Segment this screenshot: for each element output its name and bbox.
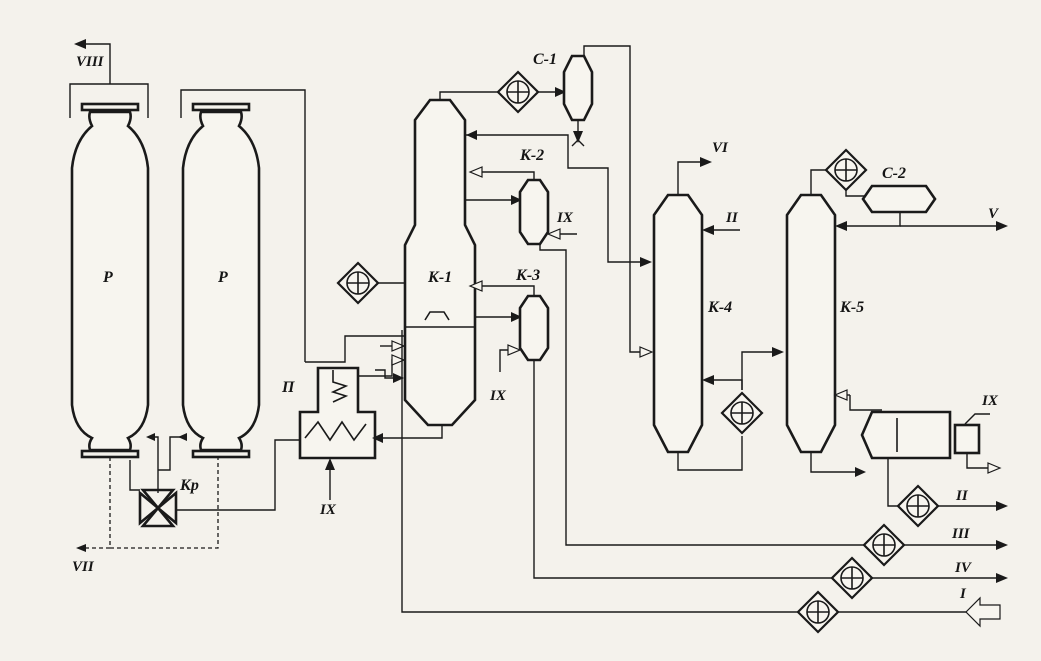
- feed-heat-exchanger: [796, 590, 840, 634]
- reactor-right: Р: [181, 102, 261, 459]
- tube-furnace: П: [281, 366, 377, 460]
- furnace-label: П: [281, 379, 295, 396]
- stream-label-iii: III: [951, 526, 971, 542]
- stripper-k2: К-2: [518, 147, 550, 246]
- stream-label-iv: IV: [954, 560, 973, 576]
- separator-c1-label: С-1: [533, 51, 557, 68]
- stream-label-ii-out: II: [955, 488, 969, 504]
- separator-c2-label: С-2: [882, 165, 906, 182]
- stream-label-viii: VIII: [76, 54, 105, 70]
- column-k5-label: К-5: [839, 299, 864, 316]
- column-k1: К-1: [403, 98, 477, 427]
- stream-label-ix-reboiler: IX: [981, 393, 999, 409]
- stream-label-vii: VII: [72, 559, 95, 575]
- column-k4-label: К-4: [707, 299, 732, 316]
- column-k5: К-5: [785, 193, 864, 454]
- reactor-left: Р: [70, 102, 150, 459]
- cooler-product-ii: [896, 484, 940, 528]
- stream-label-v: V: [988, 206, 1000, 222]
- separator-c2: С-2: [861, 165, 937, 214]
- column-k1-label: К-1: [427, 269, 452, 286]
- cooler-product-iv: [830, 556, 874, 600]
- stripper-k3: К-3: [515, 267, 550, 362]
- reactor-label: Р: [102, 269, 113, 286]
- stripper-k2-label: К-2: [519, 147, 544, 164]
- heat-exchanger-reflux-k1: [336, 261, 380, 305]
- reboiler-k4: [720, 391, 764, 435]
- reactor-label: Р: [217, 269, 228, 286]
- stream-label-ix-k2: IX: [556, 210, 574, 226]
- stream-label-vi: VI: [712, 140, 729, 156]
- heat-exchanger-overhead-k1: [496, 70, 540, 114]
- switching-valve: Кр: [138, 477, 199, 528]
- stream-label-ix-k3: IX: [489, 388, 507, 404]
- heat-exchanger-overhead-k5: [824, 148, 868, 192]
- cooler-product-iii: [862, 523, 906, 567]
- vapour-outlet-line: VIII: [69, 39, 306, 362]
- stripper-k3-label: К-3: [515, 267, 540, 284]
- stream-label-ii-k4: II: [725, 210, 739, 226]
- stream-label-ix-furnace: IX: [319, 502, 337, 518]
- separator-c1: С-1: [533, 51, 594, 122]
- valve-label: Кр: [179, 477, 199, 494]
- column-k4: К-4: [652, 193, 732, 454]
- kettle-reboiler-k5: [860, 410, 981, 460]
- stream-label-i: I: [959, 586, 967, 602]
